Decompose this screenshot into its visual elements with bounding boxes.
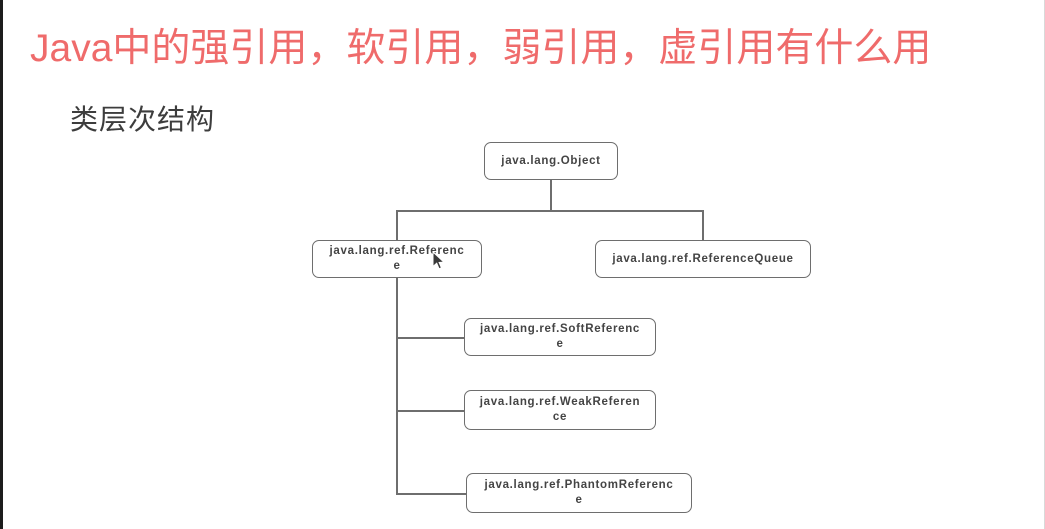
connector-to-weak-reference bbox=[396, 410, 465, 412]
connector-to-phantom-reference bbox=[396, 493, 467, 495]
section-heading: 类层次结构 bbox=[70, 104, 216, 135]
node-label: java.lang.Object bbox=[501, 154, 601, 167]
node-java-lang-ref-weakreference[interactable]: java.lang.ref.WeakReferen ce bbox=[464, 390, 656, 430]
connector-to-soft-reference bbox=[396, 337, 465, 339]
connector-reference-trunk bbox=[396, 278, 398, 493]
frame-edge-left bbox=[0, 0, 3, 529]
node-java-lang-ref-phantomreference[interactable]: java.lang.ref.PhantomReferenc e bbox=[466, 473, 692, 513]
node-java-lang-ref-reference[interactable]: java.lang.ref.Referenc e bbox=[312, 240, 482, 278]
node-label-line1: java.lang.ref.PhantomReferenc bbox=[484, 479, 674, 491]
connector-to-reference-queue bbox=[702, 210, 704, 241]
node-java-lang-ref-referencequeue[interactable]: java.lang.ref.ReferenceQueue bbox=[595, 240, 811, 278]
node-label-line1: java.lang.ref.WeakReferen bbox=[479, 396, 641, 408]
node-label-line2: ce bbox=[552, 411, 568, 423]
connector-to-reference bbox=[396, 210, 398, 241]
node-label: java.lang.ref.ReferenceQueue bbox=[612, 252, 794, 265]
node-label-line2: e bbox=[575, 494, 583, 506]
page-title: Java中的强引用，软引用，弱引用，虚引用有什么用 bbox=[30, 27, 932, 70]
node-java-lang-ref-softreference[interactable]: java.lang.ref.SoftReferenc e bbox=[464, 318, 656, 356]
node-label-line2: e bbox=[556, 338, 564, 350]
node-label-line1: java.lang.ref.SoftReferenc bbox=[479, 323, 641, 335]
node-label-line2: e bbox=[393, 260, 401, 272]
node-java-lang-object[interactable]: java.lang.Object bbox=[484, 142, 618, 180]
connector-branch-bar bbox=[396, 210, 703, 212]
node-label-line1: java.lang.ref.Referenc bbox=[329, 245, 465, 257]
connector-object-stem bbox=[550, 180, 552, 211]
